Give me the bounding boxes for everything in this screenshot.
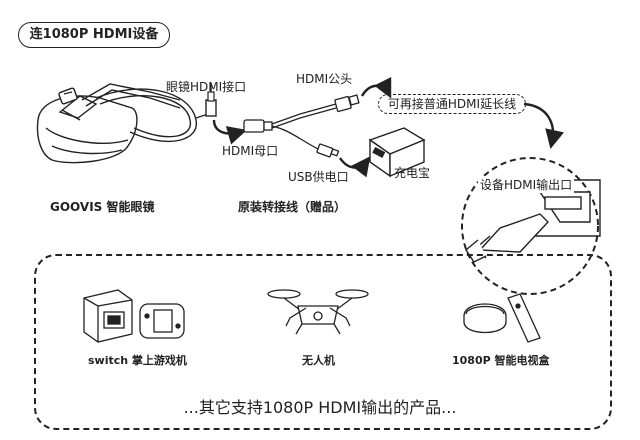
cable-label: 原装转接线（赠品）	[238, 200, 347, 214]
hdmi-female-label: HDMI母口	[222, 144, 279, 158]
diagram-title: 连1080P HDMI设备	[18, 22, 170, 48]
compatible-products-panel	[34, 254, 612, 430]
hdmi-plug-icon	[465, 179, 601, 263]
switch-console-icon	[83, 289, 185, 343]
usb-power-label: USB供电口	[288, 170, 349, 184]
tv-box-icon	[463, 293, 541, 343]
power-bank-icon	[368, 127, 426, 178]
product-label-drone: 无人机	[302, 354, 335, 367]
drone-icon	[267, 289, 369, 335]
product-label-switch: switch 掌上游戏机	[88, 354, 187, 367]
adapter-cable-icon	[243, 94, 360, 158]
goovis-label: GOOVIS 智能眼镜	[50, 200, 155, 214]
footer-text: ...其它支持1080P HDMI输出的产品...	[183, 398, 457, 417]
hdmi-male-label: HDMI公头	[296, 72, 353, 86]
extension-cable-label: 可再接普通HDMI延长线	[378, 94, 526, 114]
product-label-tvbox: 1080P 智能电视盒	[452, 354, 550, 367]
power-bank-label: 充电宝	[394, 166, 431, 180]
eye-port-label: 眼镜HDMI接口	[166, 80, 247, 94]
device-port-label: 设备HDMI输出口	[478, 176, 575, 193]
goovis-headset-icon	[36, 83, 181, 164]
